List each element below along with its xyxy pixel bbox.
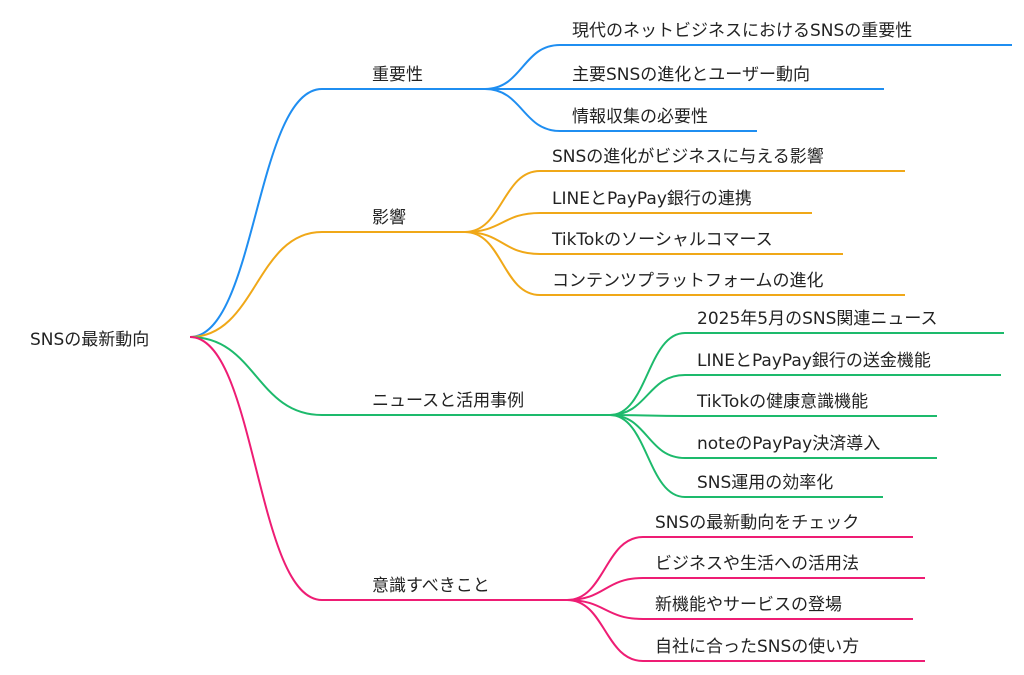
branch-1-child-3-label: 情報収集の必要性 xyxy=(572,107,708,127)
branch-3-child-4-label: noteのPayPay決済導入 xyxy=(697,434,880,454)
branch-1-connector xyxy=(189,88,323,338)
branch-4-child-2-connector xyxy=(566,577,644,601)
branch-1-child-2-label: 主要SNSの進化とユーザー動向 xyxy=(572,65,810,85)
branch-2-child-2-connector xyxy=(464,212,541,233)
branch-3-label: ニュースと活用事例 xyxy=(372,391,524,411)
branch-1-child-1-label: 現代のネットビジネスにおけるSNSの重要性 xyxy=(572,21,912,41)
branch-1-label: 重要性 xyxy=(372,65,423,85)
branch-2-connector xyxy=(189,231,323,338)
branch-3-connector xyxy=(189,336,323,416)
branch-3-child-2-label: LINEとPayPay銀行の送金機能 xyxy=(697,351,931,371)
branch-2-child-4-connector xyxy=(464,231,541,296)
edges-layer xyxy=(189,44,686,662)
branch-4-child-2-label: ビジネスや生活への活用法 xyxy=(655,554,859,574)
branch-2-child-3-label: TikTokのソーシャルコマース xyxy=(551,230,773,250)
branch-4-child-3-connector xyxy=(566,599,644,620)
branch-4-child-1-connector xyxy=(566,536,644,601)
branch-4-connector xyxy=(189,336,323,601)
branch-4-label: 意識すべきこと xyxy=(372,576,490,596)
root-node-label: SNSの最新動向 xyxy=(30,330,149,350)
branch-2-label: 影響 xyxy=(372,208,406,228)
labels-layer: SNSの最新動向 重要性 現代のネットビジネスにおけるSNSの重要性主要SNSの進… xyxy=(30,21,938,657)
branch-4-child-1-label: SNSの最新動向をチェック xyxy=(655,513,859,533)
branch-2-child-2-label: LINEとPayPay銀行の連携 xyxy=(552,189,752,209)
branch-3-child-5-connector xyxy=(609,414,686,498)
branch-2-child-1-connector xyxy=(464,170,541,233)
branch-4-child-4-label: 自社に合ったSNSの使い方 xyxy=(655,636,859,657)
branch-3-child-2-connector xyxy=(609,374,686,416)
branch-3-child-3-label: TikTokの健康意識機能 xyxy=(696,392,868,412)
branch-1-child-1-connector xyxy=(484,44,561,90)
branch-3-child-4-connector xyxy=(609,414,686,459)
branch-4-child-4-connector xyxy=(566,599,644,662)
underlines-layer xyxy=(322,44,1012,662)
branch-3-child-1-label: 2025年5月のSNS関連ニュース xyxy=(697,309,938,329)
branch-2-child-3-connector xyxy=(464,231,541,255)
branch-2-child-4-label: コンテンツプラットフォームの進化 xyxy=(552,271,824,291)
branch-1-child-3-connector xyxy=(484,88,561,132)
branch-2-child-1-label: SNSの進化がビジネスに与える影響 xyxy=(552,147,824,167)
branch-4-child-3-label: 新機能やサービスの登場 xyxy=(655,595,842,615)
branch-3-child-1-connector xyxy=(609,332,686,416)
branch-3-child-5-label: SNS運用の効率化 xyxy=(697,473,833,493)
